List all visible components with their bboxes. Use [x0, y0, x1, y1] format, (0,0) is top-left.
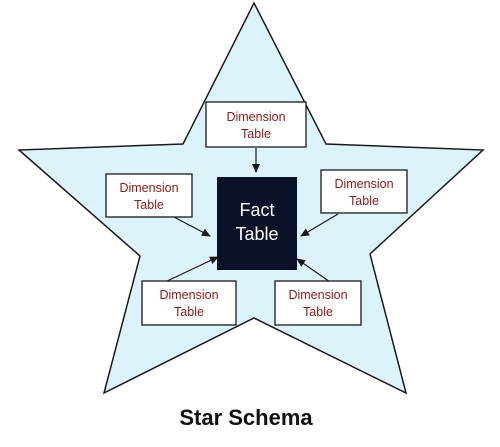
dimension-table-upper-left: Dimension Table — [105, 173, 193, 218]
dimension-table-label-line2: Table — [174, 305, 204, 319]
dimension-table-lower-left: Dimension Table — [141, 280, 237, 326]
dimension-table-box — [274, 280, 362, 326]
connector-arrows — [164, 148, 339, 285]
dimension-table-label-line2: Table — [303, 305, 333, 319]
fact-table-label-line2: Table — [235, 224, 278, 244]
dimension-table-label-line2: Table — [241, 127, 271, 141]
dimension-table-label-line1: Dimension — [159, 288, 218, 302]
dimension-table-label-line1: Dimension — [334, 177, 393, 191]
dimension-table-label-line2: Table — [349, 194, 379, 208]
dimension-table-upper-right: Dimension Table — [320, 169, 408, 214]
dimension-table-top: Dimension Table — [205, 101, 307, 148]
fact-table-box — [217, 177, 297, 270]
dimension-table-label-line1: Dimension — [226, 110, 285, 124]
fact-table-label-line1: Fact — [239, 200, 274, 220]
dimension-table-label-line1: Dimension — [119, 181, 178, 195]
arrow-lower-left — [164, 256, 219, 283]
arrow-upper-left — [173, 216, 211, 237]
dimension-table-label-line1: Dimension — [288, 288, 347, 302]
dimension-table-box — [141, 280, 237, 326]
dimension-table-lower-right: Dimension Table — [274, 280, 362, 326]
dimension-table-box — [105, 173, 193, 218]
dimension-table-box — [320, 169, 408, 214]
diagram-title: Star Schema — [179, 405, 313, 430]
fact-table: Fact Table — [217, 177, 297, 270]
dimension-table-box — [205, 101, 307, 148]
arrow-lower-right — [296, 258, 334, 285]
dimension-table-label-line2: Table — [134, 198, 164, 212]
arrow-upper-right — [300, 213, 339, 237]
